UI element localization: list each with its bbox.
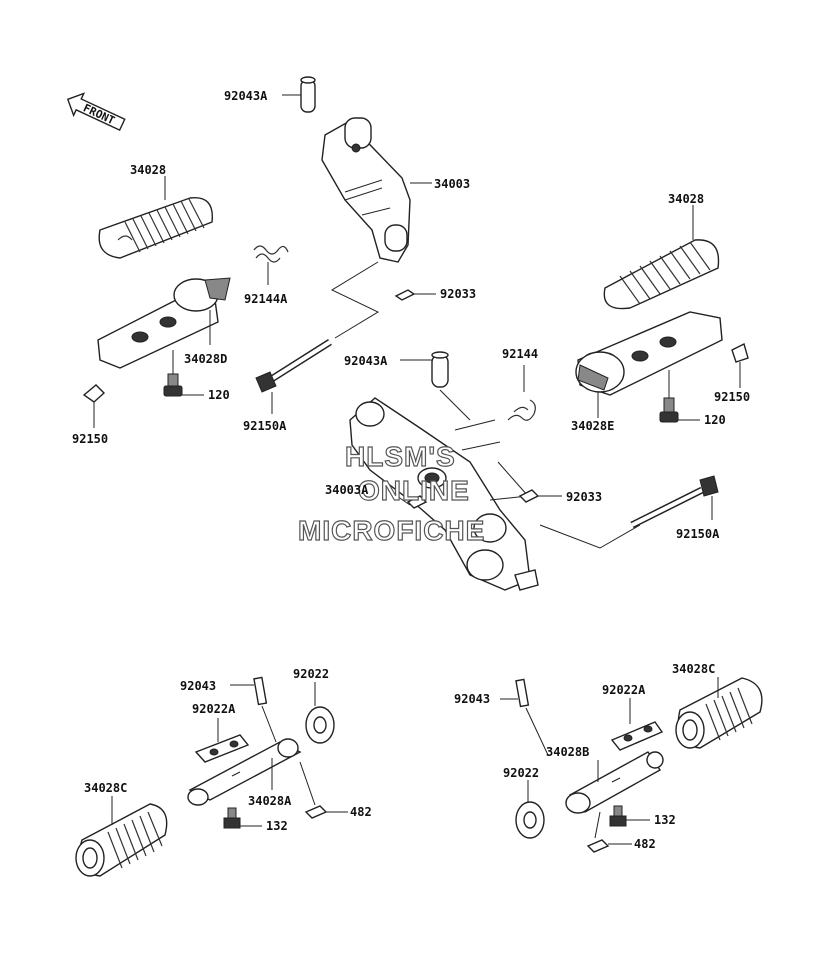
bolt-92150A-right-part [630, 475, 719, 529]
clip-482-left-part [304, 805, 348, 819]
footpeg-34028B-part [565, 751, 664, 814]
grease-nipple-92150-right-part [731, 342, 749, 388]
label-92043-bottom-right: 92043 [454, 692, 490, 706]
label-92043A-mid: 92043A [344, 354, 388, 368]
label-92033-mid: 92033 [566, 490, 602, 504]
watermark-line1: HLSM'S [345, 441, 456, 472]
label-34028C-bottom-right: 34028C [672, 662, 715, 676]
label-92043A-top: 92043A [224, 89, 268, 103]
bolt-120-right-part [659, 370, 700, 423]
rubber-34028-right-part [603, 205, 720, 310]
watermark-line3: MICROFICHE [298, 515, 485, 546]
footpeg-34028E-part [575, 311, 723, 418]
label-92150A-right: 92150A [676, 527, 720, 541]
spring-92144-part [507, 365, 536, 421]
label-92033-top: 92033 [440, 287, 476, 301]
pin-92043-left-part [230, 676, 277, 743]
label-34028-right: 34028 [668, 192, 704, 206]
label-92150-left: 92150 [72, 432, 108, 446]
rubber-34028C-right-part [675, 677, 763, 749]
label-92144A: 92144A [244, 292, 288, 306]
label-92043-bottom-left: 92043 [180, 679, 216, 693]
front-label: FRONT [81, 101, 117, 127]
rubber-34028C-left-part [75, 796, 168, 877]
label-92022-bottom-left: 92022 [293, 667, 329, 681]
spring-92144A-part [253, 245, 289, 285]
washer-92022-right-part [515, 780, 545, 839]
label-92022A-bottom-left: 92022A [192, 702, 236, 716]
label-92150A-left: 92150A [243, 419, 287, 433]
bolt-132-left-part [223, 807, 262, 829]
footpeg-34028A-part [187, 738, 302, 806]
pin-92043-right-part [500, 678, 549, 756]
grease-nipple-92150-left-part [82, 384, 106, 428]
bracket-34003A-part [349, 351, 539, 591]
label-120-left: 120 [208, 388, 230, 402]
label-482-bottom-left: 482 [350, 805, 372, 819]
label-92150-right: 92150 [714, 390, 750, 404]
label-34003: 34003 [434, 177, 470, 191]
footpeg-34028D-part [97, 277, 231, 369]
bracket-34003-part [300, 76, 411, 263]
label-132-bottom-left: 132 [266, 819, 288, 833]
rubber-34028-left-part [98, 197, 214, 259]
label-34028D: 34028D [184, 352, 227, 366]
clip-482-right-part [586, 811, 632, 853]
label-482-bottom-right: 482 [634, 837, 656, 851]
plate-92022A-right-part [610, 698, 664, 751]
watermark: HLSM'S ONLINE MICROFICHE [297, 440, 485, 546]
washer-92022-left-part [305, 682, 335, 744]
watermark-line2: ONLINE [358, 475, 470, 506]
label-34003A: 34003A [325, 483, 369, 497]
label-34028B: 34028B [546, 745, 589, 759]
label-34028A: 34028A [248, 794, 292, 808]
label-132-bottom-right: 132 [654, 813, 676, 827]
bolt-92150A-left-part [255, 339, 332, 414]
bolt-132-right-part [609, 805, 650, 827]
front-arrow-icon: FRONT [66, 92, 126, 132]
label-92144: 92144 [502, 347, 538, 361]
label-34028E: 34028E [571, 419, 614, 433]
bolt-120-left-part [163, 350, 204, 397]
label-120-right: 120 [704, 413, 726, 427]
label-34028C-bottom-left: 34028C [84, 781, 127, 795]
label-92022-bottom-right: 92022 [503, 766, 539, 780]
label-92022A-bottom-right: 92022A [602, 683, 646, 697]
label-34028-left: 34028 [130, 163, 166, 177]
plate-92022A-left-part [194, 718, 250, 763]
